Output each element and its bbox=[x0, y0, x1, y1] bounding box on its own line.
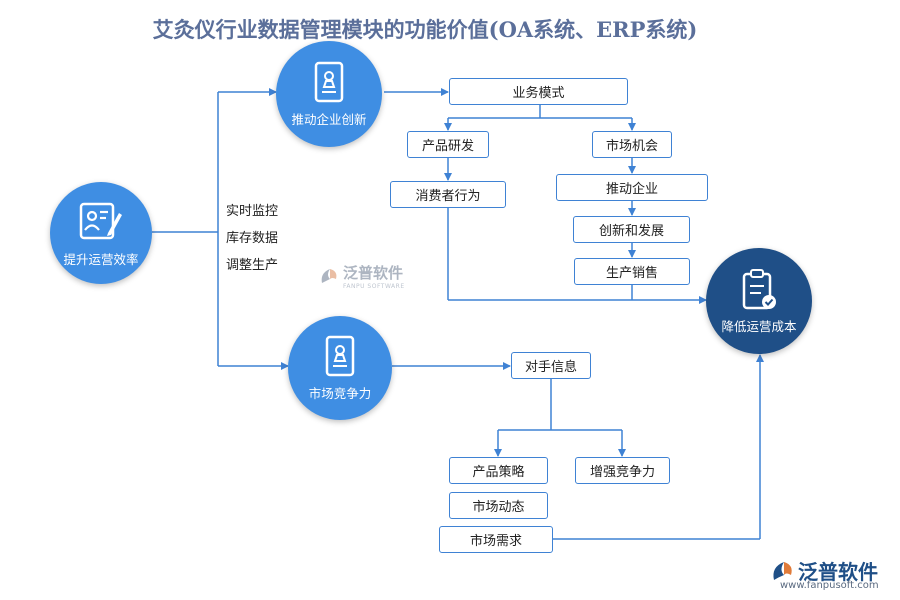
box-competitor-info: 对手信息 bbox=[511, 352, 591, 379]
node-market-competitiveness: 市场竞争力 bbox=[288, 316, 392, 420]
node-reduce-cost: 降低运营成本 bbox=[706, 248, 812, 354]
node-label: 推动企业创新 bbox=[291, 111, 367, 127]
brand-url: www.fanpusoft.com bbox=[780, 580, 879, 591]
node-label: 市场竞争力 bbox=[308, 385, 372, 401]
node-drive-innovation: 推动企业创新 bbox=[276, 41, 382, 147]
brand-name: 泛普软件 bbox=[798, 560, 878, 584]
node-label: 提升运营效率 bbox=[63, 251, 139, 267]
node-improve-efficiency: 提升运营效率 bbox=[50, 182, 152, 284]
clipboard-check-icon bbox=[742, 268, 776, 309]
box-market-demand: 市场需求 bbox=[439, 526, 553, 553]
box-market-opportunity: 市场机会 bbox=[592, 131, 672, 158]
node-label: 降低运营成本 bbox=[721, 318, 797, 334]
box-product-rd: 产品研发 bbox=[407, 131, 489, 158]
side-label-adjust-production: 调整生产 bbox=[226, 258, 279, 273]
box-business-model: 业务模式 bbox=[449, 78, 628, 105]
box-innovation-development: 创新和发展 bbox=[573, 216, 690, 243]
box-consumer-behavior: 消费者行为 bbox=[390, 181, 506, 208]
watermark-name: 泛普软件 bbox=[343, 264, 404, 282]
brand-logo: 泛普软件 www.fanpusoft.com bbox=[770, 556, 879, 591]
fanpu-logo-icon bbox=[321, 269, 337, 283]
fanpu-logo-icon bbox=[773, 561, 792, 580]
box-enhance-competitiveness: 增强竞争力 bbox=[575, 457, 670, 484]
box-drive-enterprise: 推动企业 bbox=[556, 174, 708, 201]
stamp-card-icon bbox=[325, 335, 355, 376]
page-title: 艾灸仪行业数据管理模块的功能价值(OA系统、ERP系统) bbox=[152, 17, 698, 42]
box-production-sales: 生产销售 bbox=[574, 258, 690, 285]
watermark: 泛普软件 FANPU SOFTWARE bbox=[318, 262, 405, 290]
side-label-inventory-data: 库存数据 bbox=[226, 231, 279, 246]
side-label-realtime-monitoring: 实时监控 bbox=[226, 204, 279, 219]
watermark-subtitle: FANPU SOFTWARE bbox=[343, 283, 405, 290]
box-market-dynamics: 市场动态 bbox=[449, 492, 548, 519]
stamp-card-icon bbox=[314, 61, 344, 102]
box-product-strategy: 产品策略 bbox=[449, 457, 548, 484]
user-edit-icon bbox=[79, 202, 122, 239]
